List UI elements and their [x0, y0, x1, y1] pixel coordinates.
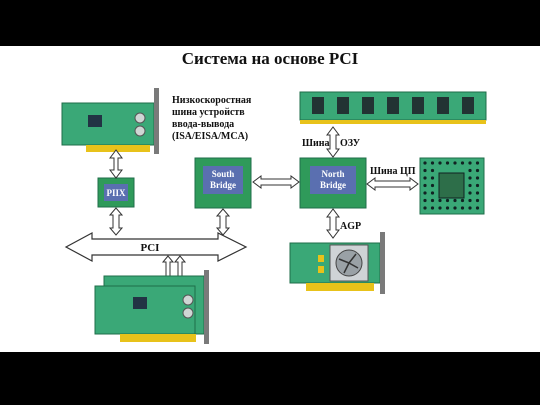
cpu-pin: [438, 161, 442, 165]
cpu-pin: [445, 198, 450, 203]
pci-bus-label: PCI: [141, 242, 160, 254]
ram-label: ОЗУ: [340, 138, 361, 149]
cpu-pin: [468, 191, 472, 195]
north-bridge-block: North Bridge: [299, 157, 367, 209]
cpu-pin: [468, 183, 472, 188]
isa-bus-label-line-1: Низкоскоростная: [172, 95, 252, 106]
cpu-pin: [430, 191, 435, 195]
arrow-isa-piix: [109, 149, 123, 179]
cpu-pin: [423, 206, 427, 210]
cpu-pin: [468, 168, 472, 173]
cpu-pin: [445, 161, 450, 165]
cpu-pin: [438, 198, 442, 203]
cpu-pin: [430, 176, 435, 180]
cpu-pin: [475, 176, 480, 180]
south-bridge-label-line-1: South: [212, 169, 235, 179]
ram-module: [299, 91, 487, 124]
cpu-pin: [468, 198, 472, 203]
slide-title: Система на основе PCI: [181, 49, 359, 68]
agp-card: [289, 232, 385, 294]
isa-expansion-card: [61, 88, 159, 154]
cpu-pin: [423, 168, 427, 173]
memory-bus-label: Шина: [302, 138, 330, 149]
pci-card-bracket: [204, 270, 209, 344]
cpu-pin: [475, 168, 480, 173]
ram-contacts: [300, 120, 486, 124]
cpu-pin: [475, 161, 480, 165]
cpu-pin: [475, 191, 480, 195]
isa-card-bracket: [154, 88, 159, 154]
cpu-pin: [430, 183, 435, 188]
arrow-north-cpu: [366, 177, 419, 191]
cpu-pin: [438, 206, 442, 210]
isa-bus-label-line-2: шина устройств: [172, 107, 245, 118]
cpu-pin: [453, 206, 457, 210]
arrow-south-north: [252, 175, 300, 189]
cpu-pin: [430, 168, 435, 173]
bottom-black-band: [0, 352, 540, 405]
arrow-north-agp: [326, 208, 340, 239]
agp-card-bracket: [380, 232, 385, 294]
cpu-pin: [430, 206, 435, 210]
arrow-piix-pci: [108, 207, 124, 236]
pci-card-chip: [133, 297, 147, 309]
piix-label: PIIX: [106, 188, 126, 198]
cpu-pin: [430, 161, 435, 165]
cpu-pin: [475, 206, 480, 210]
cpu-pin: [423, 161, 427, 165]
pci-bus-arrow: [64, 231, 248, 263]
cpu-pin: [468, 176, 472, 180]
cpu-pin: [453, 161, 457, 165]
cpu-pin: [468, 161, 472, 165]
agp-label: AGP: [340, 221, 361, 232]
cpu-pin: [423, 191, 427, 195]
cpu-pin: [423, 183, 427, 188]
top-black-band: [0, 0, 540, 46]
pci-card: [94, 270, 209, 344]
cpu-pin: [475, 183, 480, 188]
cpu-pin: [468, 206, 472, 210]
north-bridge-label-line-1: North: [322, 169, 345, 179]
cpu-pin: [460, 161, 465, 165]
south-bridge-block: South Bridge: [194, 157, 252, 209]
cpu-pin: [423, 176, 427, 180]
cpu-pin: [460, 198, 465, 203]
north-bridge-label-line-2: Bridge: [320, 180, 346, 190]
isa-bus-label-line-3: ввода-вывода: [172, 119, 234, 130]
cpu-pin: [430, 198, 435, 203]
pci-card-contacts: [120, 334, 196, 342]
south-bridge-label-line-2: Bridge: [210, 180, 236, 190]
cpu-bus-label: Шина ЦП: [370, 166, 416, 177]
agp-card-contacts: [306, 283, 374, 291]
isa-bus-label: Низкоскоростная шина устройств ввода-выв…: [172, 95, 252, 142]
arrow-south-pci: [215, 208, 231, 236]
cpu-chip: [419, 157, 485, 215]
arrow-ram-north: [326, 126, 340, 158]
cpu-die: [438, 172, 465, 199]
cpu-pin: [423, 198, 427, 203]
isa-bus-label-line-4: (ISA/EISA/MCA): [172, 131, 248, 142]
cpu-pin: [445, 206, 450, 210]
cpu-pin: [475, 198, 480, 203]
piix-block: PIIX: [97, 177, 135, 208]
cpu-pin: [453, 198, 457, 203]
cpu-pin: [460, 206, 465, 210]
isa-card-chip: [88, 115, 102, 127]
isa-card-contacts: [86, 145, 150, 152]
